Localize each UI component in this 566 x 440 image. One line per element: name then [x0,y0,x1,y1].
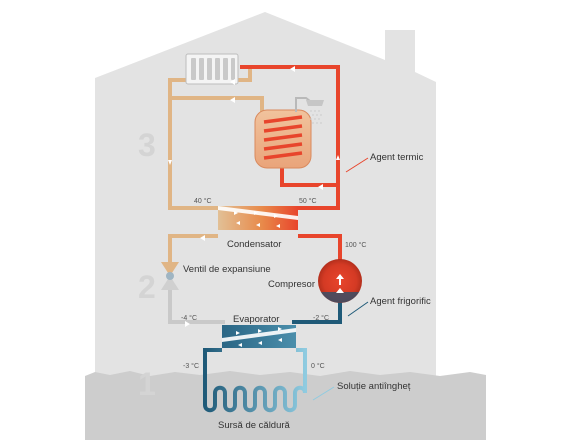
expansion-valve-icon [161,262,179,290]
heating-supply-pipe [240,65,340,210]
temp-0: 0 °C [311,362,325,370]
compressor-label: Compresor [268,279,315,290]
temp-minus-2: -2 °C [313,314,329,322]
condenser-icon [218,206,298,230]
evaporator-label: Evaporator [233,314,279,325]
heat-source-label: Sursă de căldură [218,420,291,431]
heating-return-pipe [168,67,252,210]
expansion-valve-label: Ventil de expansiune [183,264,271,275]
flow-arrows-heating [168,66,340,190]
temp-50: 50 °C [299,197,317,205]
solutie-label: Soluție antiîngheț [337,381,411,392]
refrigerant-hot-gas-pipe [298,234,342,262]
agent-termic-label: Agent termic [370,152,424,163]
refrigerant-liquid-pipe [168,234,218,262]
temp-40: 40 °C [194,197,212,205]
agent-frigorific-label: Agent frigorific [370,296,431,307]
compressor-icon [318,259,362,303]
evaporator-icon [222,325,296,348]
refrigerant-suction-pipe [292,300,342,324]
refrigerant-cold-pipe [168,285,225,324]
radiator-icon [185,53,239,85]
step-number-1: 1 [138,366,156,402]
agent-termic-pointer [345,157,369,173]
flow-arrows-refrigerant [185,235,205,327]
temp-minus-4: -4 °C [181,314,197,322]
step-number-2: 2 [138,269,156,305]
tank-supply-pipe [280,165,338,187]
temp-minus-3: -3 °C [183,362,199,370]
condenser-label: Condensator [227,239,281,250]
tank-return-pipe [170,96,264,112]
agent-frigorific-pointer [347,301,369,317]
ground-loop-pipe [203,348,307,413]
water-tank-icon [254,109,312,169]
solutie-pointer [312,386,335,401]
step-number-3: 3 [138,127,156,163]
temp-100: 100 °C [345,241,366,249]
shower-icon [295,97,324,124]
